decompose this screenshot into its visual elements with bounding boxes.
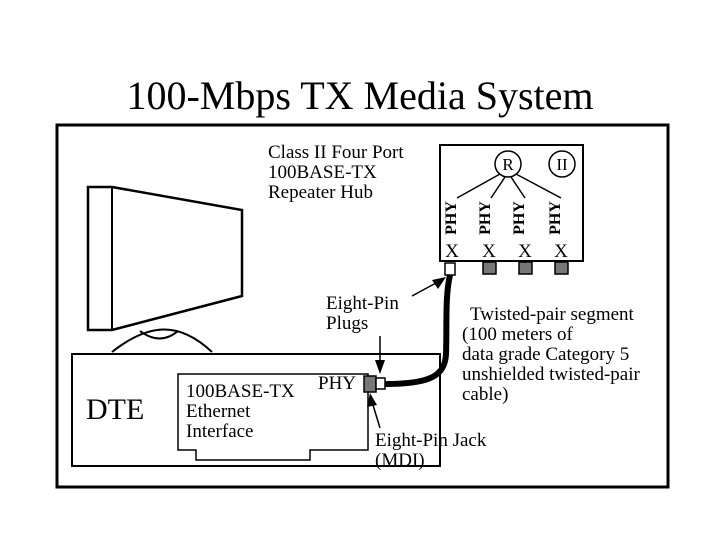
dte-label: DTE xyxy=(86,393,144,426)
diagram-frame xyxy=(55,123,670,489)
port-3-x: X xyxy=(518,241,532,262)
jack-label-2: (MDI) xyxy=(375,450,425,471)
port-2-jack xyxy=(482,261,497,275)
port-4-jack xyxy=(554,261,569,275)
nic-card xyxy=(177,373,369,461)
class-circle xyxy=(548,150,576,178)
monitor-stand xyxy=(111,328,213,353)
segment-label-5: cable) xyxy=(462,384,508,405)
port-3-jack xyxy=(518,261,533,275)
repeater-circle xyxy=(494,150,522,178)
port-3-phy: PHY xyxy=(511,201,528,235)
hub-caption-3: Repeater Hub xyxy=(268,182,373,203)
nic-line-1: 100BASE-TX xyxy=(186,381,295,402)
nic-line-2: Ethernet xyxy=(186,401,251,422)
nic-jack xyxy=(363,375,377,393)
hub-box xyxy=(439,144,584,262)
port-2-x: X xyxy=(482,241,496,262)
nic-plug xyxy=(375,377,386,390)
plugs-arrow-down-head xyxy=(375,360,385,374)
port-1-x: X xyxy=(445,241,459,262)
jack-arrow-head xyxy=(367,393,377,407)
plugs-arrow-up-line xyxy=(411,282,437,297)
jack-arrow-line xyxy=(372,404,381,429)
plugs-label-2: Plugs xyxy=(326,313,368,334)
hub-plug xyxy=(444,262,456,276)
repeater-label: R xyxy=(502,155,514,174)
twisted-pair-cable xyxy=(384,274,453,387)
page-title: 100-Mbps TX Media System xyxy=(126,73,594,118)
segment-label-3: data grade Category 5 xyxy=(462,344,629,365)
segment-label-2: (100 meters of xyxy=(462,324,573,345)
hub-caption-1: Class II Four Port xyxy=(268,142,404,163)
hub-caption-2: 100BASE-TX xyxy=(268,162,377,183)
repeater-fanout xyxy=(456,173,562,199)
plugs-label-1: Eight-Pin xyxy=(326,293,399,314)
port-1-phy: PHY xyxy=(443,201,460,235)
dte-box xyxy=(71,353,441,467)
segment-label-1: Twisted-pair segment xyxy=(470,304,635,325)
plugs-arrow-up-head xyxy=(432,277,446,289)
segment-label-4: unshielded twisted-pair xyxy=(462,364,640,385)
nic-phy-label: PHY xyxy=(318,373,356,394)
port-4-x: X xyxy=(554,241,568,262)
nic-line-3: Interface xyxy=(186,421,254,442)
port-4-phy: PHY xyxy=(547,201,564,235)
port-2-phy: PHY xyxy=(477,201,494,235)
jack-label-1: Eight-Pin Jack xyxy=(375,430,487,451)
class-label: II xyxy=(556,155,568,174)
